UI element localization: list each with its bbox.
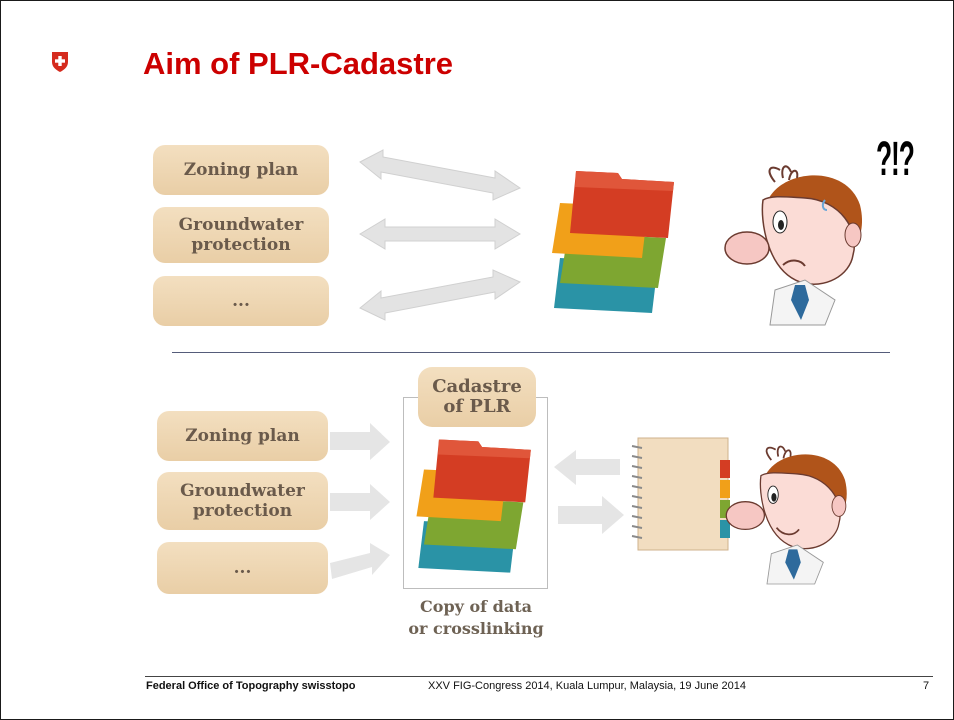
swiss-shield-icon [52, 52, 68, 72]
right-arrow-icon [330, 543, 390, 579]
top-source-label: Groundwater protection [178, 215, 304, 255]
double-arrow-icon [359, 269, 522, 321]
cadastre-label-text: Cadastre of PLR [432, 376, 522, 417]
cadastre-caption: Copy of data or crosslinking [408, 597, 544, 638]
bottom-source-groundwater: Groundwater protection [157, 472, 328, 530]
notebook-icon [631, 437, 730, 551]
worried-person-icon [724, 165, 863, 326]
left-arrow-icon [554, 450, 620, 485]
bottom-source-label: ... [233, 558, 252, 578]
footer-divider [145, 676, 933, 677]
cadastre-label: Cadastre of PLR [418, 367, 536, 427]
double-arrow-icon [359, 149, 522, 201]
footer-organization: Federal Office of Topography swisstopo [146, 680, 356, 692]
bottom-source-label: Groundwater protection [180, 481, 305, 521]
bottom-source-zoning-plan: Zoning plan [157, 411, 328, 461]
top-source-groundwater: Groundwater protection [153, 207, 329, 263]
folder-stack-icon [552, 171, 674, 313]
top-source-more: ... [153, 276, 329, 326]
footer-event: XXV FIG-Congress 2014, Kuala Lumpur, Mal… [428, 680, 746, 692]
bottom-source-label: Zoning plan [185, 426, 300, 446]
happy-person-icon [725, 445, 847, 585]
page-number: 7 [923, 680, 930, 692]
page-title: Aim of PLR-Cadastre [143, 46, 454, 81]
right-arrow-icon [558, 496, 624, 534]
right-arrow-icon [330, 484, 390, 520]
right-arrow-icon [330, 423, 390, 460]
bottom-source-more: ... [157, 542, 328, 594]
double-arrow-icon [359, 218, 521, 250]
folder-stack-icon [416, 439, 531, 573]
top-source-label: ... [232, 291, 250, 311]
exclamation-text: ?!? [876, 133, 915, 186]
top-source-zoning-plan: Zoning plan [153, 145, 329, 195]
section-divider [172, 352, 890, 353]
top-source-label: Zoning plan [183, 160, 299, 180]
